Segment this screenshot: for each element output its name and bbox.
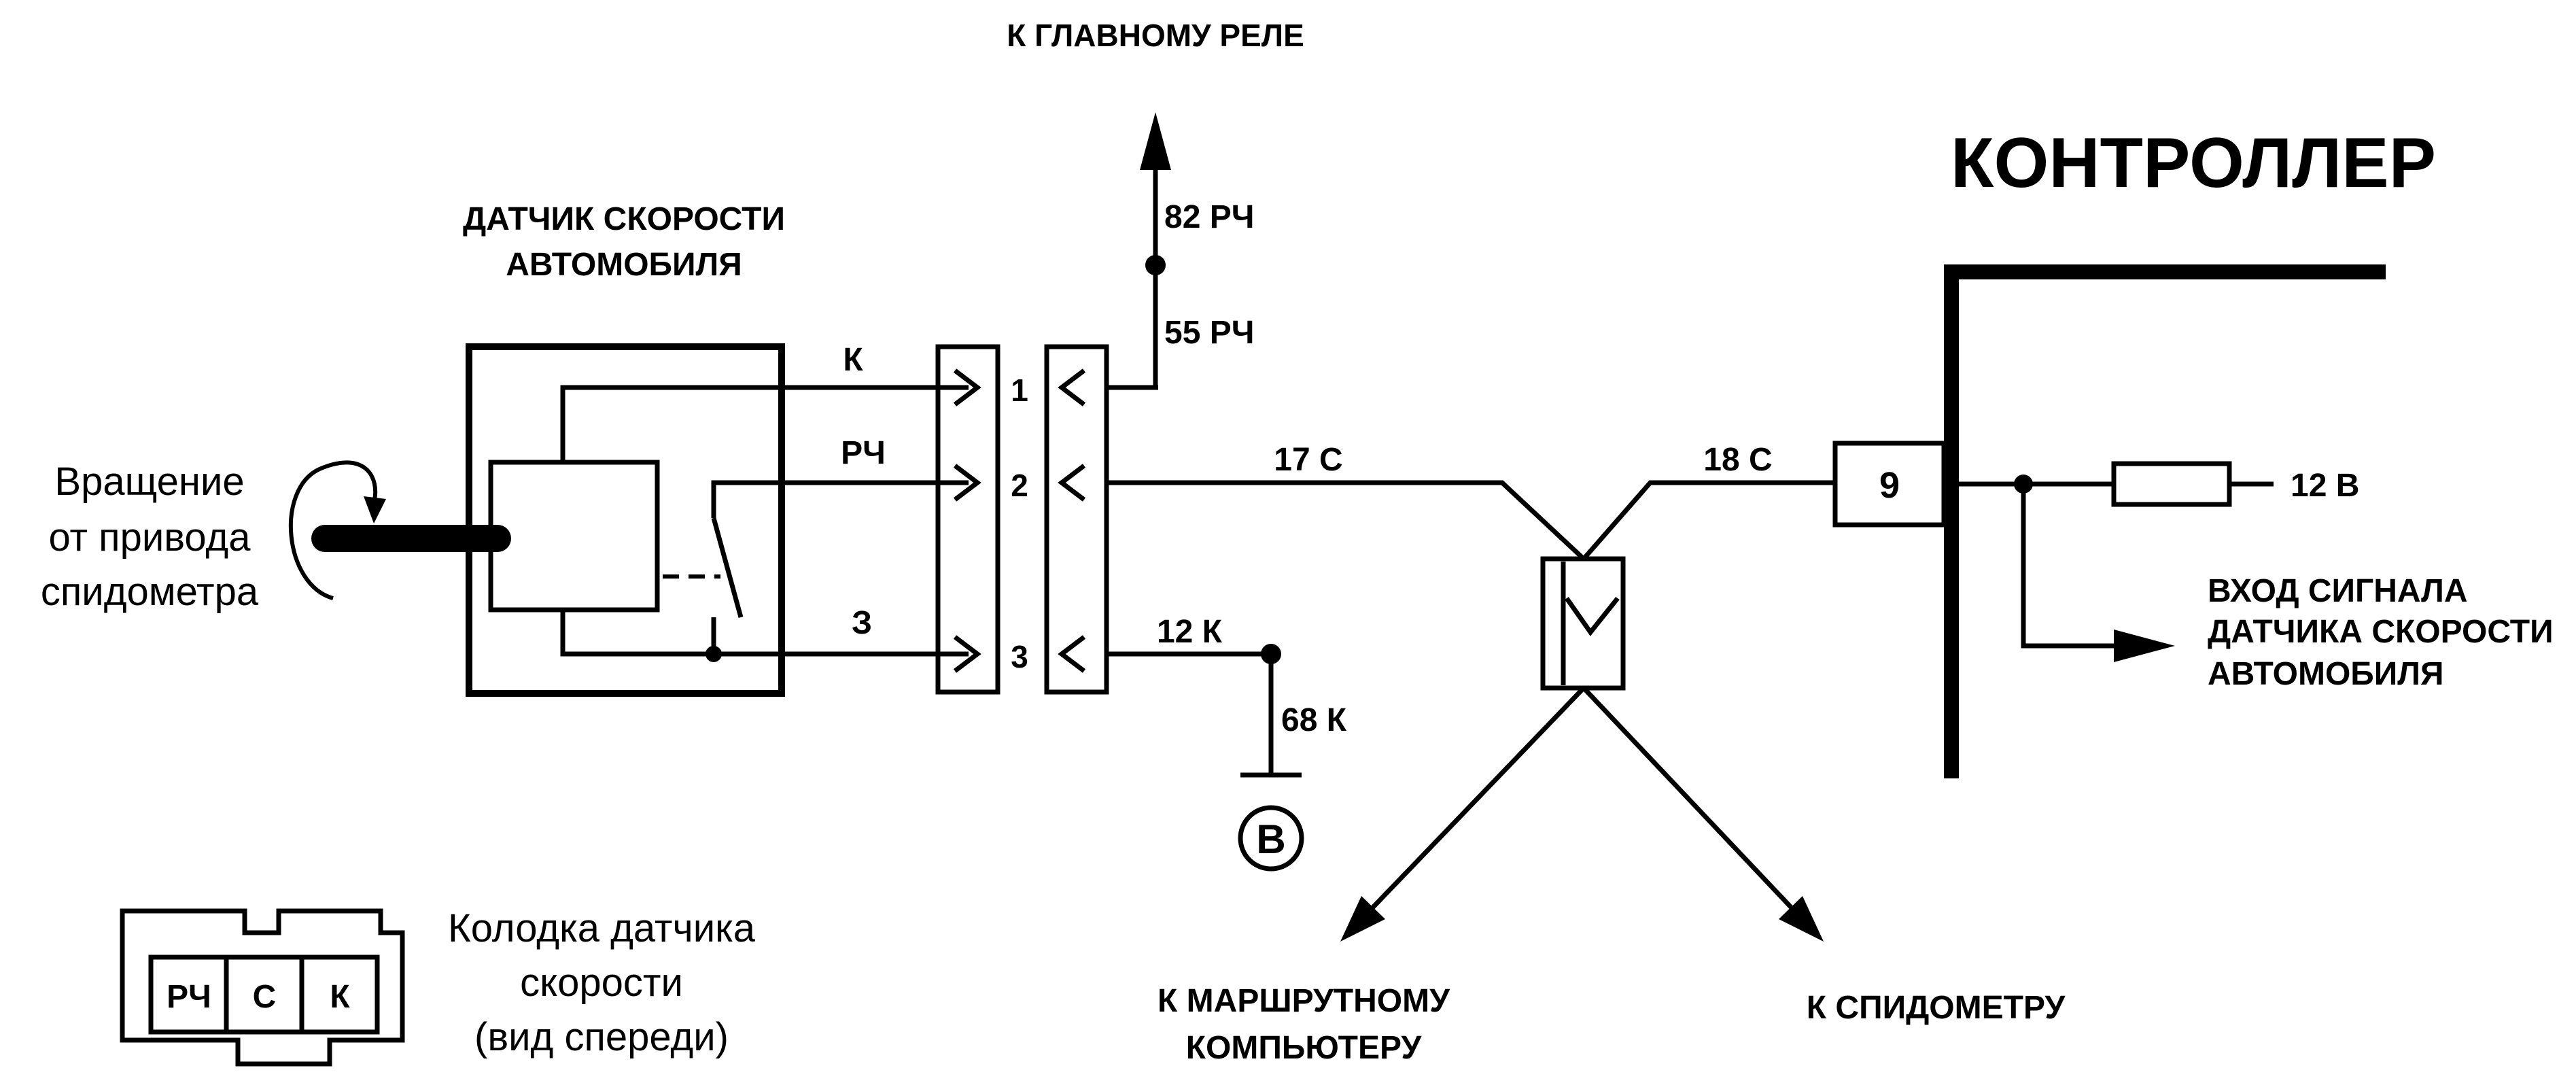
pin-3-label: 3 bbox=[1011, 639, 1028, 674]
main-relay-arrow bbox=[1140, 112, 1171, 170]
signal-input-line2: ДАТЧИКА СКОРОСТИ bbox=[2208, 614, 2554, 650]
connector-left-chevron-2 bbox=[953, 464, 981, 502]
sensor-rotor-block bbox=[488, 460, 660, 613]
connector-body-outline bbox=[120, 908, 405, 1067]
sensor-title-line2: АВТОМОБИЛЯ bbox=[506, 247, 742, 283]
wire-55-label: 55 РЧ bbox=[1164, 315, 1254, 351]
ground-symbol-icon bbox=[1238, 805, 1304, 872]
ground-wire bbox=[1108, 651, 1274, 775]
sensor-internal-splice bbox=[706, 646, 722, 662]
connector-pin-row bbox=[148, 954, 380, 1035]
controller-title: КОНТРОЛЛЕР bbox=[1951, 124, 2436, 203]
signal-input-arrow bbox=[2114, 630, 2175, 662]
wire-82-label: 82 РЧ bbox=[1164, 199, 1254, 235]
connector-left-chevron-1 bbox=[953, 368, 981, 407]
ground-symbol-letter: B bbox=[1256, 816, 1285, 862]
signal-input-line1: ВХОД СИГНАЛА bbox=[2208, 573, 2467, 609]
connector-right-chevron-1 bbox=[1058, 368, 1086, 407]
connector-right-chevron-2 bbox=[1058, 464, 1086, 502]
sensor-switch-contact bbox=[711, 517, 744, 618]
connector-right-chevron-3 bbox=[1058, 635, 1086, 673]
connector-half-left bbox=[935, 344, 1000, 695]
sensor-internal-wire-3 bbox=[560, 610, 782, 657]
connector-pin-s: С bbox=[253, 979, 277, 1015]
pin-2-label: 2 bbox=[1011, 468, 1028, 503]
signal-wire-18 bbox=[1582, 480, 1835, 561]
main-relay-label: К ГЛАВНОМУ РЕЛЕ bbox=[1007, 18, 1304, 53]
rotation-label-line1: Вращение bbox=[54, 460, 244, 504]
signal-wire-17 bbox=[1108, 480, 1586, 561]
speedometer-wire bbox=[1582, 686, 1800, 916]
wire-12k-label: 12 К bbox=[1157, 614, 1223, 650]
signal-input-wire bbox=[2021, 484, 2121, 649]
rotation-arrowhead-icon bbox=[364, 496, 386, 523]
connector-caption-line3: (вид спереди) bbox=[474, 1015, 729, 1059]
sensor-wire-1-label: К bbox=[843, 342, 863, 378]
connector-caption-line1: Колодка датчика bbox=[448, 906, 756, 950]
pullup-resistor bbox=[2111, 461, 2232, 507]
rotation-label-line2: от привода bbox=[49, 515, 251, 559]
wire-18-label: 18 С bbox=[1703, 442, 1772, 478]
rotation-arc-icon bbox=[289, 460, 378, 600]
connector-left-chevron-3 bbox=[953, 635, 981, 673]
supply-voltage-label: 12 В bbox=[2291, 468, 2359, 504]
splitter-chevron bbox=[1565, 596, 1620, 636]
speedometer-arrow bbox=[1779, 896, 1824, 942]
wire-17-label: 17 С bbox=[1274, 442, 1342, 478]
main-relay-splice bbox=[1145, 255, 1166, 275]
wire-68k-label: 68 К bbox=[1281, 702, 1347, 738]
connector-caption-line2: скорости bbox=[520, 961, 683, 1005]
ground-splice bbox=[1261, 644, 1281, 664]
pin-1-label: 1 bbox=[1011, 373, 1028, 408]
sensor-housing bbox=[466, 343, 785, 697]
connector-pin-rch: РЧ bbox=[167, 979, 211, 1015]
sensor-wire-2-label: РЧ bbox=[841, 435, 886, 471]
speedometer-label: К СПИДОМЕТРУ bbox=[1807, 990, 2066, 1026]
trip-computer-arrow bbox=[1340, 896, 1385, 942]
controller-pin-number: 9 bbox=[1879, 465, 1900, 506]
sensor-internal-wire-2 bbox=[711, 480, 782, 518]
rotation-label-line3: спидометра bbox=[41, 570, 259, 614]
sensor-internal-wire-1 bbox=[560, 385, 782, 462]
trip-computer-label-line2: КОМПЬЮТЕРУ bbox=[1186, 1030, 1423, 1066]
trip-computer-label-line1: К МАРШРУТНОМУ bbox=[1158, 983, 1450, 1019]
connector-pin-k: К bbox=[330, 979, 350, 1015]
sensor-wire-3-label: З bbox=[852, 605, 872, 641]
signal-input-line3: АВТОМОБИЛЯ bbox=[2208, 656, 2443, 692]
sensor-title-line1: ДАТЧИК СКОРОСТИ bbox=[463, 201, 785, 237]
connector-half-right bbox=[1044, 344, 1109, 695]
trip-computer-wire bbox=[1364, 686, 1586, 916]
